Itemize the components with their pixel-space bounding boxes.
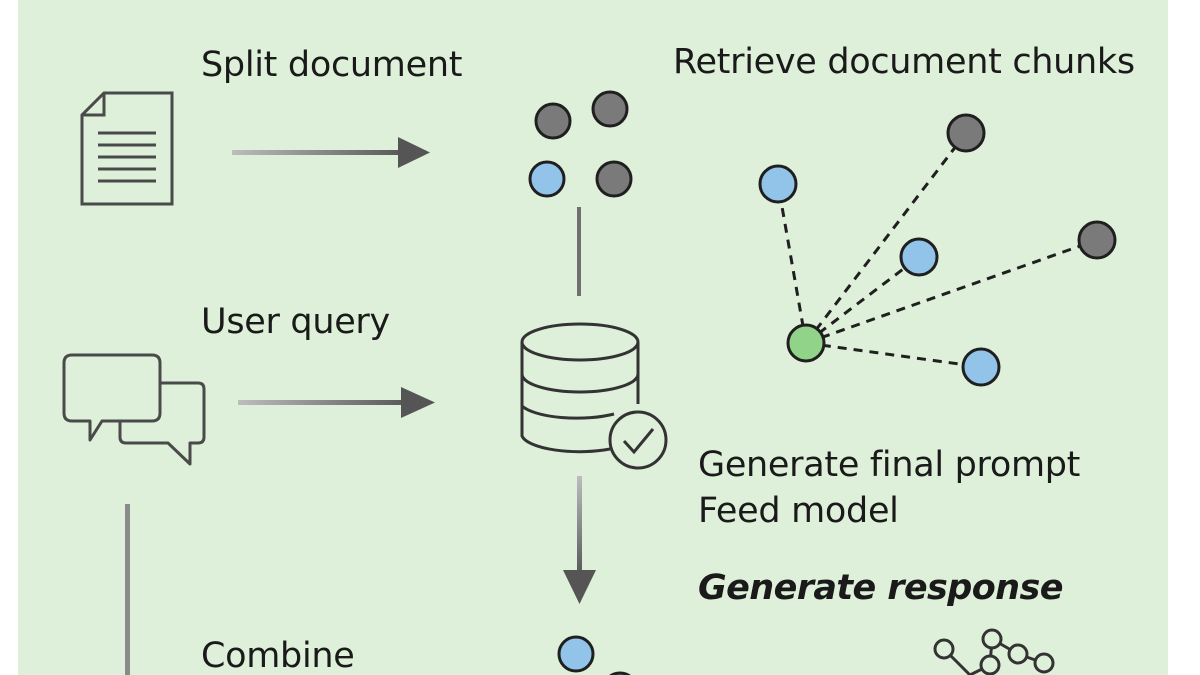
retrieved-chunk-node [1077, 220, 1117, 260]
combine-flow-line [125, 504, 130, 675]
user-query-label: User query [201, 302, 390, 342]
retrieved-chunk-node [758, 164, 798, 204]
split-arrow [232, 137, 430, 168]
feed-model-label: Feed model [698, 491, 899, 531]
chunk-node [534, 102, 572, 140]
chunk-cluster [528, 90, 633, 198]
chunk-node [591, 90, 629, 128]
chat-bubbles-icon [62, 353, 206, 466]
query-arrow [238, 387, 435, 418]
retrieved-chunk-node [946, 113, 986, 153]
retrieval-graph [758, 113, 1117, 387]
combined-chunks [557, 635, 631, 675]
query-node [786, 323, 826, 363]
generate-final-prompt-label: Generate final prompt [698, 445, 1081, 485]
retrieve-chunks-label: Retrieve document chunks [673, 42, 1135, 82]
database-check-icon [520, 322, 668, 470]
document-icon [80, 91, 174, 206]
neural-network-icon [933, 628, 1055, 675]
chunks-to-db-line [577, 207, 581, 296]
generate-response-label: Generate response [698, 568, 1063, 608]
combine-label: Combine [201, 636, 355, 675]
chunk-node [595, 160, 633, 198]
retrieved-chunk-node [899, 237, 939, 277]
chunk-node [528, 160, 566, 198]
database-to-response-arrow [563, 476, 596, 604]
split-document-label: Split document [201, 45, 463, 85]
retrieved-chunk-node [961, 347, 1001, 387]
combined-chunk-node [557, 635, 595, 673]
